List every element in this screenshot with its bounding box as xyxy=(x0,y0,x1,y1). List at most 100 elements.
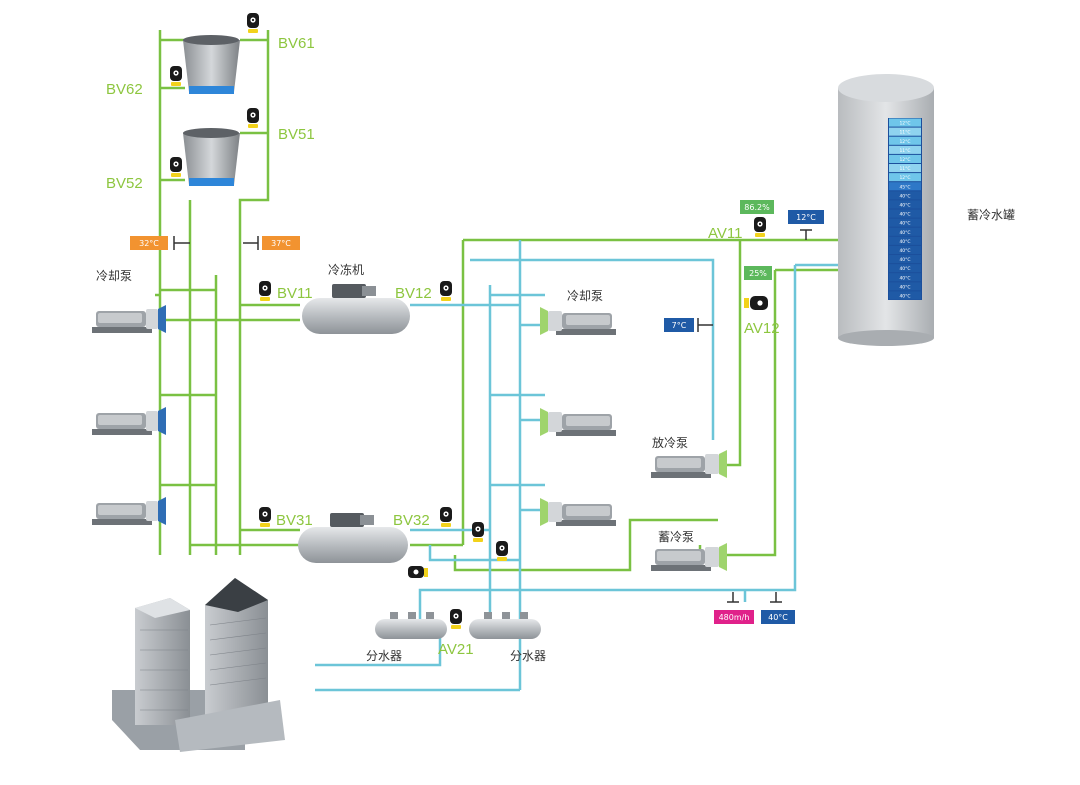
bv61-label: BV61 xyxy=(278,35,315,52)
bv62-valve-icon[interactable] xyxy=(170,66,182,86)
tank-level-label: 40°C xyxy=(899,257,910,263)
bv12-label: BV12 xyxy=(395,285,432,302)
tank-level-cell xyxy=(889,209,921,218)
valve-icon[interactable] xyxy=(496,541,508,561)
valve-icon[interactable] xyxy=(408,566,428,578)
tank-level-cell xyxy=(889,118,921,127)
tank-level-cell xyxy=(889,164,921,173)
tank-level-cell xyxy=(889,255,921,264)
tank-level-label: 40°C xyxy=(899,230,910,236)
tank-level-cell xyxy=(889,173,921,182)
tank-level-cell xyxy=(889,191,921,200)
cooling-tower-2 xyxy=(183,128,240,186)
cooling-pump-right-2 xyxy=(540,408,616,436)
tank-level-cell xyxy=(889,200,921,209)
storage-tank-label: 蓄冷水罐 xyxy=(967,208,1015,222)
tank-level-label: 40°C xyxy=(899,275,910,281)
cooling-pump-left-3 xyxy=(92,497,166,525)
tank-level-label: 11°C xyxy=(899,166,910,172)
av11-label: AV11 xyxy=(708,225,742,242)
cooling-pump-right-1 xyxy=(540,307,616,335)
av12-label: AV12 xyxy=(744,320,780,337)
av11-opening-badge: 86.2% xyxy=(740,200,774,214)
tank-level-cell xyxy=(889,145,921,154)
tank-level-column: 12°C11°C12°C11°C12°C11°C12°C45°C40°C40°C… xyxy=(889,118,921,300)
bv11-valve-icon[interactable] xyxy=(259,281,271,301)
svg-text:86.2%: 86.2% xyxy=(744,203,770,212)
valve-icon[interactable] xyxy=(472,522,484,542)
tank-level-cell xyxy=(889,245,921,254)
av21-label: AV21 xyxy=(438,641,474,658)
distributor-left xyxy=(375,612,447,639)
chiller-1 xyxy=(302,284,410,334)
cooling-tower-1 xyxy=(183,35,240,94)
discharge-pump xyxy=(651,450,727,478)
bv51-valve-icon[interactable] xyxy=(247,108,259,128)
bv52-label: BV52 xyxy=(106,175,143,192)
bv52-valve-icon[interactable] xyxy=(170,157,182,177)
flow-badge: 480m/h xyxy=(714,592,754,624)
svg-text:40°C: 40°C xyxy=(768,613,788,622)
bv51-label: BV51 xyxy=(278,126,315,143)
bv32-label: BV32 xyxy=(393,512,430,529)
discharge-pump-label: 放冷泵 xyxy=(652,435,688,450)
svg-text:480m/h: 480m/h xyxy=(719,613,750,622)
bv31-valve-icon[interactable] xyxy=(259,507,271,527)
cooling-pump-left-2 xyxy=(92,407,166,435)
tank-level-label: 11°C xyxy=(899,130,910,136)
tank-level-cell xyxy=(889,236,921,245)
svg-text:25%: 25% xyxy=(749,269,767,278)
tank-level-label: 40°C xyxy=(899,239,910,245)
tank-level-label: 40°C xyxy=(899,294,910,300)
temp-7-badge: 7°C xyxy=(664,318,713,332)
storage-pump xyxy=(651,543,727,571)
svg-text:32°C: 32°C xyxy=(139,239,159,248)
av11-valve-icon[interactable] xyxy=(754,217,766,237)
temp-37-badge: 37°C xyxy=(243,236,300,250)
office-buildings xyxy=(112,578,285,752)
cooling-pump-right-3 xyxy=(540,498,616,526)
tank-level-cell xyxy=(889,154,921,163)
bv12-valve-icon[interactable] xyxy=(440,281,452,301)
bv32-valve-icon[interactable] xyxy=(440,507,452,527)
tank-level-label: 40°C xyxy=(899,203,910,209)
temp-12-badge: 12°C xyxy=(788,210,824,240)
tank-level-label: 40°C xyxy=(899,248,910,254)
av12-opening-badge: 25% xyxy=(744,266,772,280)
cooling-pump-right-label: 冷却泵 xyxy=(567,289,603,303)
tank-level-label: 11°C xyxy=(899,148,910,154)
tank-level-label: 12°C xyxy=(899,157,910,163)
cooling-pump-left-1 xyxy=(92,305,166,333)
cooling-pump-left-label: 冷却泵 xyxy=(96,269,132,283)
tank-level-label: 40°C xyxy=(899,212,910,218)
temp-32-badge: 32°C xyxy=(130,236,190,250)
tank-level-label: 40°C xyxy=(899,193,910,199)
svg-text:12°C: 12°C xyxy=(796,213,816,222)
chiller-2 xyxy=(298,513,408,563)
tank-level-label: 45°C xyxy=(899,184,910,190)
storage-pump-label: 蓄冷泵 xyxy=(658,530,694,544)
tank-level-label: 12°C xyxy=(899,175,910,181)
temp-40-badge: 40°C xyxy=(761,592,795,624)
tank-level-cell xyxy=(889,227,921,236)
tank-level-cell xyxy=(889,218,921,227)
tank-level-cell xyxy=(889,127,921,136)
av21-valve-icon[interactable] xyxy=(450,609,462,629)
tank-level-label: 40°C xyxy=(899,284,910,290)
bv61-valve-icon[interactable] xyxy=(247,13,259,33)
distributor-left-label: 分水器 xyxy=(366,649,402,663)
cooling-water-pipes xyxy=(155,30,840,572)
distributor-right-label: 分水器 xyxy=(510,649,546,663)
tank-level-cell xyxy=(889,136,921,145)
bv62-label: BV62 xyxy=(106,81,143,98)
av12-valve-icon[interactable] xyxy=(744,296,768,310)
tank-level-label: 40°C xyxy=(899,266,910,272)
bv31-label: BV31 xyxy=(276,512,313,529)
tank-level-label: 12°C xyxy=(899,139,910,145)
tank-level-cell xyxy=(889,273,921,282)
tank-level-cell xyxy=(889,282,921,291)
tank-level-cell xyxy=(889,264,921,273)
tank-level-label: 40°C xyxy=(899,221,910,227)
tank-level-cell xyxy=(889,182,921,191)
